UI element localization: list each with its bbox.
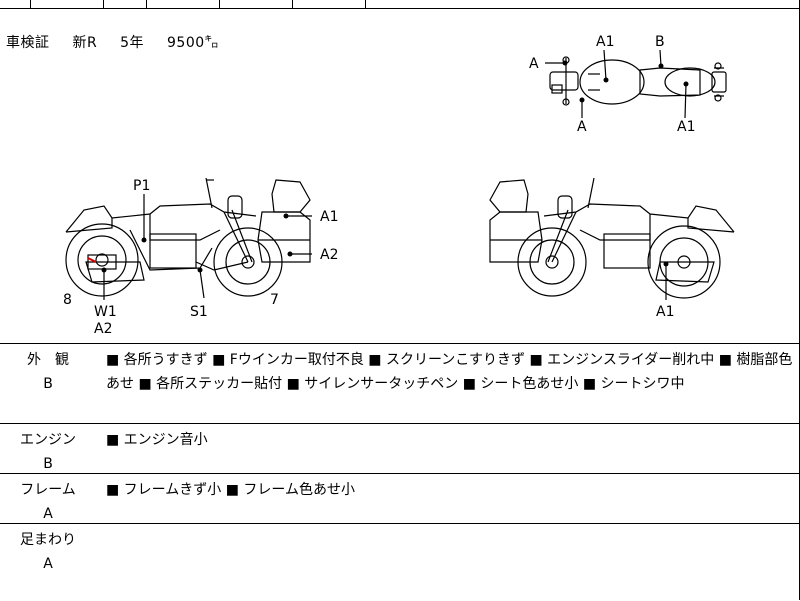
shaken-type: 新R: [72, 35, 98, 51]
label-top-b: B: [655, 34, 665, 50]
label-right-a1: A1: [656, 304, 674, 320]
label-left-8: 8: [63, 292, 72, 308]
motorcycle-right-view: [489, 177, 735, 299]
label-left-a1: A1: [320, 209, 338, 225]
label-top-a-left: A: [529, 56, 539, 72]
section-title: エンジン: [20, 432, 76, 448]
label-left-p1: P1: [133, 178, 150, 194]
label-top-a1-bottom: A1: [677, 119, 695, 135]
label-left-a2-bottom: A2: [94, 321, 112, 337]
section-title: 足まわり: [20, 532, 76, 548]
shaken-label: 車検証: [6, 35, 50, 51]
section-grade: B: [43, 456, 53, 472]
section-grade: B: [43, 376, 53, 392]
section-frame: フレーム A ■ フレームきず小 ■ フレーム色あせ小: [0, 473, 800, 524]
top-table-strip: [0, 0, 800, 9]
shaken-info: 車検証 新R 5年 9500㌔: [6, 32, 237, 52]
section-notes: ■ フレームきず小 ■ フレーム色あせ小: [106, 482, 355, 498]
shaken-years: 5年: [120, 35, 145, 51]
label-left-7: 7: [270, 292, 279, 308]
motorcycle-left-view: [65, 177, 311, 297]
label-left-a2: A2: [320, 247, 338, 263]
section-grade: A: [43, 556, 53, 572]
section-title: フレーム: [20, 482, 76, 498]
shaken-mileage: 9500㌔: [167, 35, 220, 51]
label-left-w1: W1: [94, 304, 117, 320]
leader-dots: [101, 60, 689, 273]
motorcycle-top-view: [549, 56, 727, 106]
red-mark: [87, 257, 97, 263]
section-suspension: 足まわり A: [0, 523, 800, 601]
section-notes: ■ エンジン音小: [106, 432, 208, 448]
section-grade: A: [43, 506, 53, 522]
label-left-s1: S1: [190, 304, 208, 320]
label-top-a-bottom: A: [577, 119, 587, 135]
section-title: 外 観: [27, 352, 69, 368]
section-exterior: 外 観 B ■ 各所うすきず ■ Fウインカー取付不良 ■ スクリーンこすりきず…: [0, 343, 800, 424]
damage-diagram: A A1 B A A1 P1 A1 A2 8 W1 A2 S1 7 A1: [63, 34, 735, 337]
section-engine: エンジン B ■ エンジン音小: [0, 423, 800, 474]
label-top-a1: A1: [596, 34, 614, 50]
section-notes: ■ 各所うすきず ■ Fウインカー取付不良 ■ スクリーンこすりきず ■ エンジ…: [106, 352, 793, 392]
